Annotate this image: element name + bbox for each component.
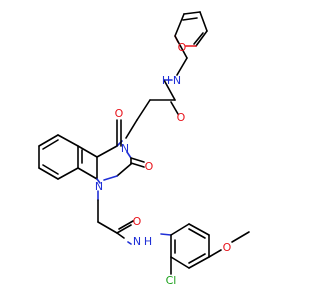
bond <box>103 175 118 181</box>
amide-oxygen-label: O <box>177 111 186 124</box>
bond <box>38 134 59 147</box>
furan-ring <box>174 11 208 47</box>
bond <box>57 134 79 147</box>
bond <box>176 57 188 76</box>
bond <box>188 256 210 269</box>
bond <box>116 163 132 177</box>
chlorine-label: Cl <box>166 274 177 287</box>
n3-nitrogen-label: N <box>121 142 129 155</box>
acetamide-oxygen-label: O <box>133 215 142 228</box>
bond <box>170 223 190 236</box>
c4-carbonyl-oxygen-label: O <box>115 107 124 120</box>
bond <box>170 101 179 115</box>
bond <box>160 233 172 236</box>
bond <box>174 35 188 59</box>
bond <box>116 224 132 234</box>
bond <box>96 145 118 158</box>
bond <box>118 220 134 230</box>
bond <box>126 151 132 159</box>
bond <box>42 164 59 175</box>
bond <box>188 228 206 239</box>
bond <box>188 253 206 264</box>
acetamide-nitrogen-label: N <box>133 235 141 248</box>
bond <box>183 11 201 15</box>
bond <box>130 162 145 168</box>
structure-diagram: O N H O O N O N O N H O Cl <box>38 11 250 287</box>
amide-hydrogen-label: H <box>162 74 170 87</box>
bond <box>170 256 190 269</box>
n1-nitrogen-label: N <box>95 180 103 193</box>
acetamide-chain <box>97 190 172 245</box>
bond <box>195 30 208 47</box>
propanamide-chain <box>125 35 188 139</box>
furan-oxygen-label: O <box>178 41 187 54</box>
bond <box>231 231 250 243</box>
bond <box>116 232 125 239</box>
bond <box>77 167 98 180</box>
bond <box>77 145 98 158</box>
atom-labels: O N H O O N O N O N H O Cl <box>95 41 232 287</box>
bond <box>182 17 198 21</box>
bond <box>174 13 185 37</box>
bond <box>199 11 208 32</box>
chloromethoxyphenyl-ring <box>170 223 250 275</box>
bond <box>97 221 118 234</box>
bond <box>42 139 59 150</box>
bond <box>188 223 210 236</box>
bond <box>125 119 138 139</box>
bond <box>57 167 79 180</box>
bond <box>130 157 145 163</box>
bond <box>96 178 101 184</box>
methoxy-oxygen-label: O <box>223 241 232 254</box>
c2-carbonyl-oxygen-label: O <box>145 160 154 173</box>
acetamide-hydrogen-label: H <box>144 235 152 248</box>
bond <box>208 249 222 258</box>
bond <box>127 241 132 245</box>
bond <box>163 79 176 101</box>
bond <box>193 32 204 45</box>
amide-nitrogen-label: N <box>173 74 181 87</box>
molecule-canvas: O N H O O N O N O N H O Cl <box>38 11 250 287</box>
bond <box>136 99 151 121</box>
bond <box>38 167 59 180</box>
quinazolinedione-core <box>38 119 145 184</box>
